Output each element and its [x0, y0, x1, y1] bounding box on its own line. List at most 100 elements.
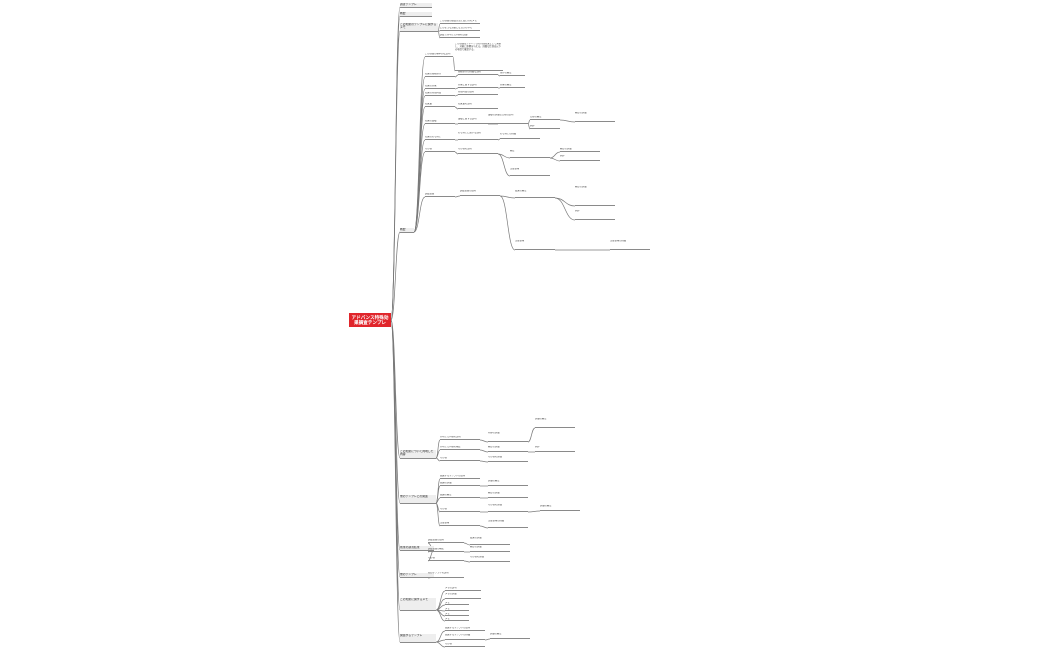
- topic-node-n5b2[interactable]: 例外: [535, 446, 575, 452]
- topic-node-n6c1[interactable]: 補足の詳細: [488, 492, 528, 498]
- topic-node-n9e[interactable]: メモ: [445, 613, 469, 616]
- topic-node-n4f5[interactable]: 例外: [530, 125, 560, 129]
- topic-node-n4b2[interactable]: 条件の補足: [500, 72, 525, 76]
- topic-node-n4i4[interactable]: 例外: [575, 210, 615, 220]
- topic-node-n6d1[interactable]: その他の詳細: [488, 504, 528, 512]
- topic-node-n4i2[interactable]: 結果の補足: [515, 190, 555, 198]
- topic-node-n4a[interactable]: この効果の基本的な説明: [425, 53, 453, 57]
- topic-label: 関連の詳細: [440, 482, 452, 484]
- topic-node-n6e[interactable]: 注意事項: [440, 522, 480, 526]
- topic-node-n9f[interactable]: メモ: [445, 618, 469, 621]
- topic-node-n4h3[interactable]: 補足の詳細: [560, 148, 600, 152]
- topic-node-n4h5[interactable]: 注意事項: [510, 168, 550, 176]
- topic-node-n4i[interactable]: 調査結果: [425, 193, 455, 197]
- topic-node-n4f3[interactable]: 仕様の補足: [530, 116, 560, 120]
- topic-node-n2[interactable]: 概要: [400, 12, 432, 17]
- topic-underline: [428, 560, 464, 561]
- topic-node-n6[interactable]: 他のテンプレとの関連: [400, 495, 436, 504]
- connector-n5b1: [479, 449, 489, 453]
- topic-node-n10a[interactable]: 関連するテンプレの説明: [445, 627, 485, 631]
- connector-n10b1: [484, 638, 491, 641]
- topic-node-n4a1[interactable]: この効果はアドバンスの特殊効果として発動し、対象に影響を与える。詳細な仕様は以下…: [455, 43, 503, 71]
- topic-label: 補足: [510, 150, 515, 152]
- topic-node-n4c1[interactable]: 対象に関する説明: [458, 84, 498, 88]
- topic-node-n5a2[interactable]: 詳細の補足: [535, 418, 575, 428]
- topic-underline: [445, 646, 485, 647]
- topic-node-n7c[interactable]: その他: [428, 557, 464, 561]
- topic-node-n4g2[interactable]: 打ち消しの詳細: [500, 133, 540, 139]
- topic-node-n4g1[interactable]: 打ち消しに関する説明: [458, 132, 498, 140]
- root-node[interactable]: アドバンス特殊効果調査テンプレ: [349, 313, 391, 327]
- topic-node-n9c[interactable]: メモ: [445, 602, 469, 605]
- topic-node-n7a1[interactable]: 結果の詳細: [470, 537, 510, 545]
- topic-underline: [575, 219, 615, 220]
- topic-underline: [560, 151, 600, 152]
- topic-label: 補足の詳細: [488, 446, 500, 448]
- topic-node-n4h2[interactable]: 補足: [510, 150, 550, 158]
- topic-node-n7a[interactable]: 調査結果の説明: [428, 539, 464, 543]
- topic-node-n5c[interactable]: その他: [440, 457, 480, 461]
- topic-node-n4h[interactable]: その他: [425, 148, 455, 152]
- topic-label: この効果に関するメモ: [400, 598, 428, 601]
- topic-underline: [530, 128, 560, 129]
- topic-node-n8a[interactable]: 他のテンプレの説明: [428, 572, 464, 578]
- topic-node-n4[interactable]: 概要: [400, 228, 414, 233]
- topic-node-n9d[interactable]: メモ: [445, 608, 469, 611]
- topic-node-n1[interactable]: 調査テンプレ: [400, 3, 432, 8]
- topic-node-n10b[interactable]: 関連するテンプレの詳細: [445, 634, 485, 640]
- topic-node-n3b[interactable]: どのような効果になるかのメモ: [440, 27, 480, 31]
- topic-node-n7[interactable]: 効果の調査結果: [400, 546, 434, 551]
- topic-node-n5[interactable]: この効果について判明した内容: [400, 450, 436, 459]
- topic-node-n4f4[interactable]: 補足の詳細: [575, 112, 615, 122]
- topic-node-n6b[interactable]: 関連の詳細: [440, 482, 480, 486]
- topic-node-n4i3[interactable]: 補足の詳細: [575, 186, 615, 206]
- topic-node-n5a1[interactable]: 内容の詳細: [488, 432, 528, 442]
- topic-node-n4b1[interactable]: 発動条件の詳細な説明: [458, 71, 498, 75]
- topic-node-n5b[interactable]: 判明した内容の補足: [440, 446, 480, 450]
- topic-node-n7b[interactable]: 調査結果の補足: [428, 548, 464, 552]
- topic-node-n4h4[interactable]: 例外: [560, 155, 600, 161]
- topic-node-n4i1[interactable]: 調査結果の説明: [460, 190, 500, 196]
- topic-node-n7b1[interactable]: 補足の詳細: [470, 546, 510, 552]
- topic-node-n3a[interactable]: この効果の調査方法と使い方のメモ: [440, 20, 480, 24]
- topic-node-n10b1[interactable]: 詳細の補足: [490, 633, 530, 639]
- topic-node-n4e[interactable]: 効果量: [425, 103, 455, 107]
- topic-node-n3c[interactable]: 調査で判明した内容の記録: [440, 34, 480, 38]
- topic-node-n6d2[interactable]: 詳細の補足: [540, 505, 580, 511]
- topic-node-n5a[interactable]: 判明した内容の説明: [440, 436, 480, 440]
- topic-node-n6d[interactable]: その他: [440, 508, 480, 512]
- topic-node-n5b1[interactable]: 補足の詳細: [488, 446, 528, 452]
- topic-node-n4g[interactable]: 効果の打ち消し: [425, 136, 455, 140]
- topic-underline: [500, 138, 540, 139]
- topic-node-n9b[interactable]: メモの詳細: [445, 593, 481, 599]
- topic-node-n7c1[interactable]: その他の詳細: [470, 556, 510, 562]
- topic-node-n6b1[interactable]: 詳細の補足: [488, 480, 528, 486]
- topic-node-n6e1[interactable]: 注意事項の詳細: [488, 520, 528, 528]
- topic-node-n3[interactable]: この効果のテンプレに関するメモ: [400, 23, 438, 32]
- topic-node-n5c1[interactable]: その他の詳細: [488, 456, 528, 462]
- topic-node-n4f1[interactable]: 重複に関する説明: [458, 118, 498, 124]
- topic-node-n4c2[interactable]: 対象の補足: [500, 84, 525, 88]
- topic-node-n9a[interactable]: メモの説明: [445, 587, 481, 591]
- topic-node-n4f[interactable]: 効果の重複: [425, 120, 455, 124]
- topic-node-n4d1[interactable]: 持続時間の説明: [458, 91, 498, 95]
- topic-node-n10c[interactable]: その他: [445, 643, 485, 647]
- topic-node-n4h1[interactable]: その他の説明: [458, 148, 498, 154]
- topic-node-n4c[interactable]: 効果の対象: [425, 85, 455, 89]
- connector-n5c1: [479, 460, 489, 463]
- topic-node-n4e1[interactable]: 効果量の説明: [458, 103, 498, 109]
- topic-node-n6c[interactable]: 関連の補足: [440, 494, 480, 498]
- topic-node-n4f2[interactable]: 重複の詳細な仕様の説明: [488, 114, 528, 124]
- topic-node-n9[interactable]: この効果に関するメモ: [400, 598, 436, 611]
- topic-underline: [445, 620, 469, 621]
- topic-underline: [510, 175, 550, 176]
- topic-node-n8[interactable]: 他のテンプレ: [400, 573, 434, 578]
- topic-node-n4i5[interactable]: 注意事項: [515, 240, 555, 250]
- topic-node-n10[interactable]: 関連するテンプレ: [400, 634, 436, 643]
- topic-underline: [458, 153, 498, 154]
- topic-node-n4d[interactable]: 効果の持続時間: [425, 92, 455, 96]
- topic-node-n4b[interactable]: 効果の発動条件: [425, 73, 455, 77]
- topic-label: 調査結果: [425, 193, 435, 195]
- topic-node-n6a[interactable]: 関連するテンプレの説明: [440, 475, 480, 479]
- topic-node-n4i6[interactable]: 注意事項の詳細: [610, 240, 650, 250]
